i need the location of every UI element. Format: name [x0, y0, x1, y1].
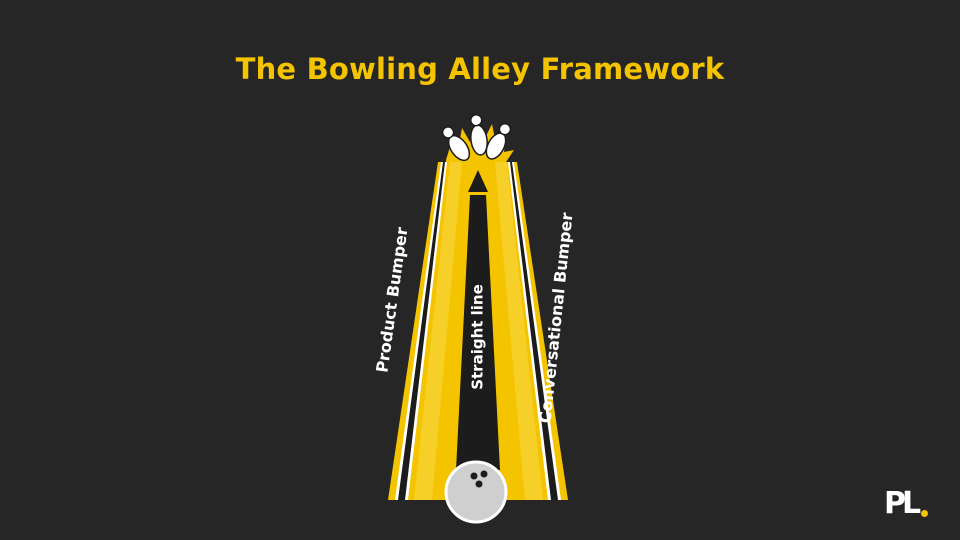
bowling-pins-icon [441, 113, 512, 162]
lane-stripe-right [495, 162, 543, 500]
center-lane [456, 195, 500, 470]
lane-stripe-left [414, 162, 462, 500]
brand-logo: PL [884, 486, 928, 522]
arrow-up-icon [468, 170, 488, 192]
right-gutter [510, 162, 558, 500]
bowling-ball-icon [444, 460, 508, 524]
logo-text: PL [884, 486, 921, 521]
product-bumper-label: Product Bumper [372, 226, 411, 374]
straight-line-label: Straight line [469, 284, 487, 390]
logo-dot-icon [921, 510, 928, 517]
left-gutter [398, 162, 445, 500]
conversational-bumper-label: Conversational Bumper [536, 212, 577, 424]
slide-title: The Bowling Alley Framework [235, 52, 725, 86]
